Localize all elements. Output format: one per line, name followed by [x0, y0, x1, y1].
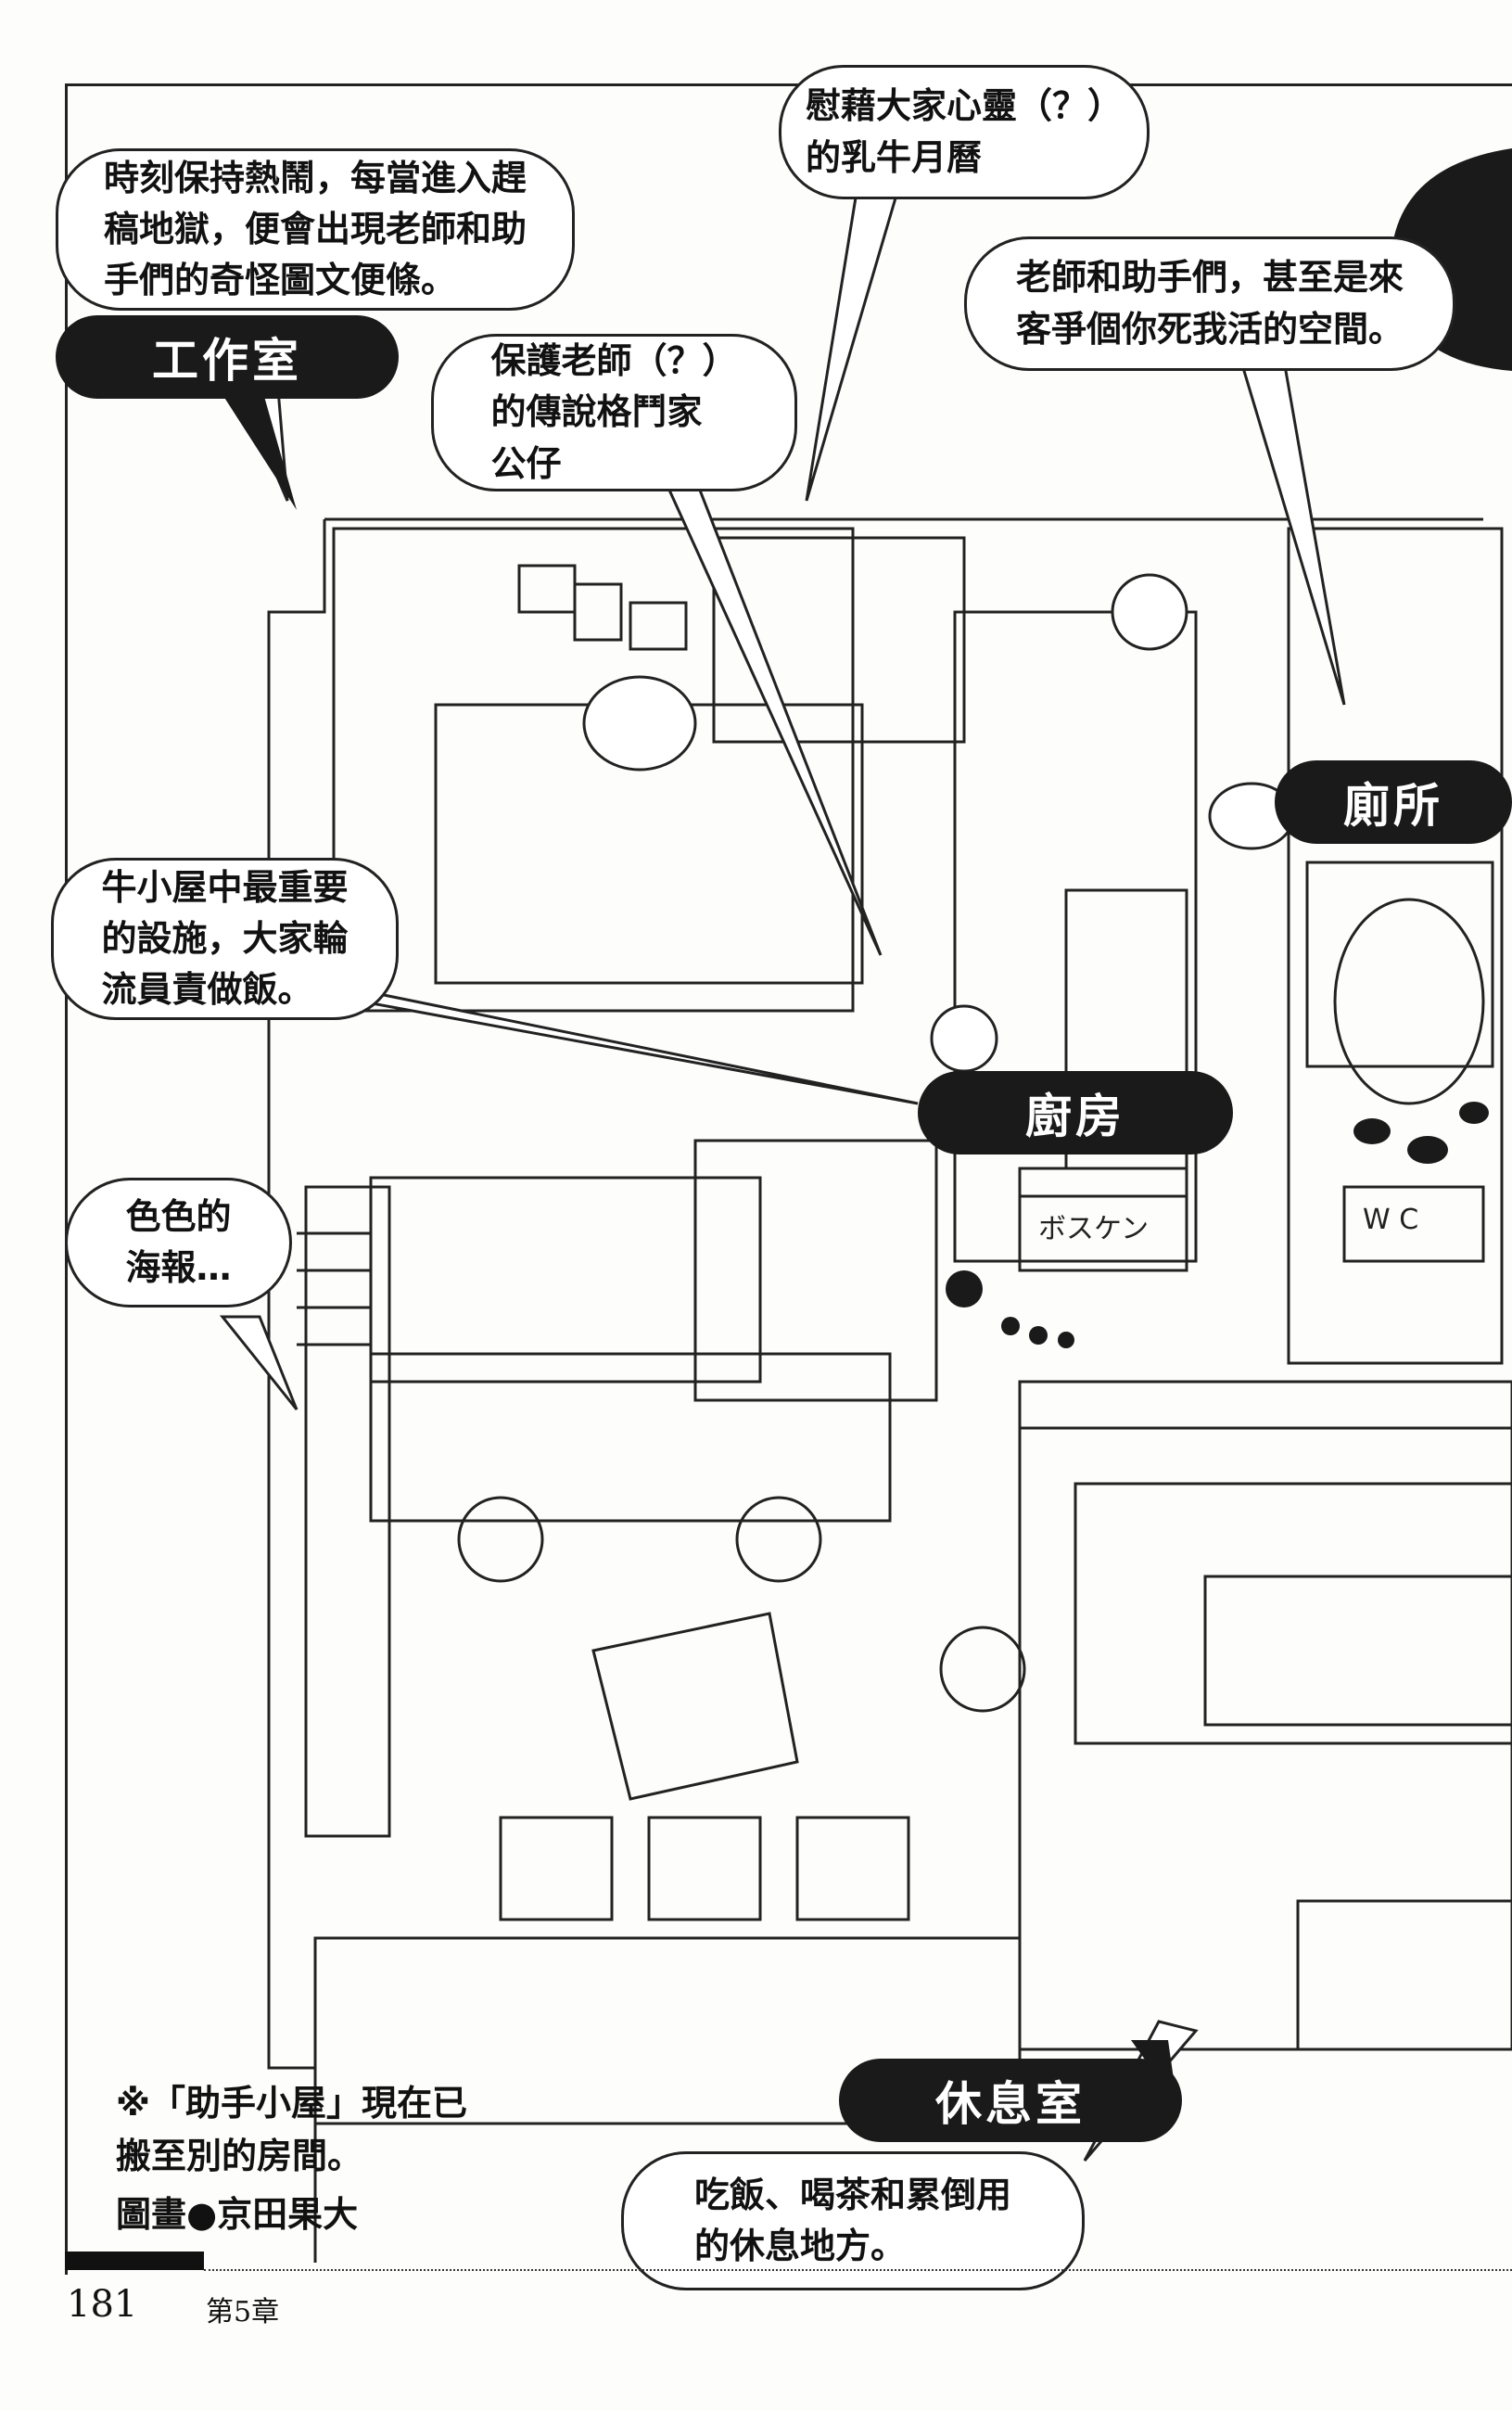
footnote-line-2: 搬至別的房間。 — [116, 2136, 363, 2176]
shelf-sign: ボスケン — [1038, 1213, 1149, 1245]
label-studio: 工作室 — [56, 315, 399, 399]
bubble-kitchen-desc: 牛小屋中最重要 的設施，大家輪 流員責做飯。 — [51, 858, 399, 1020]
panel-frame — [65, 83, 1512, 2275]
chapter-label: 第5章 — [206, 2296, 280, 2328]
footer-bar — [65, 2252, 204, 2270]
label-lounge: 休息室 — [839, 2059, 1182, 2142]
bubble-lounge-desc: 吃飯、喝茶和累倒用 的休息地方。 — [621, 2151, 1085, 2290]
bubble-toilet-desc: 老師和助手們，甚至是來 客爭個你死我活的空間。 — [964, 236, 1455, 371]
label-toilet: 廁所 — [1275, 760, 1512, 844]
wc-sign: W C — [1363, 1204, 1418, 1236]
footnote: ※「助手小屋」現在已 搬至別的房間。 圖畫●京田果大 — [116, 2077, 467, 2241]
bubble-calendar: 慰藉大家心靈（？） 的乳牛月曆 — [779, 65, 1150, 199]
label-kitchen: 廚房 — [918, 1071, 1233, 1154]
page-number: 181 — [67, 2283, 138, 2326]
footnote-line-1: ※「助手小屋」現在已 — [116, 2083, 467, 2124]
bubble-studio-desc: 時刻保持熱鬧，每當進入趕 稿地獄，便會出現老師和助 手們的奇怪圖文便條。 — [56, 148, 575, 311]
bubble-figure: 保護老師（？） 的傳說格鬥家 公仔 — [431, 334, 797, 491]
footnote-credit: 圖畫●京田果大 — [116, 2194, 359, 2235]
bubble-poster: 色色的 海報… — [65, 1178, 292, 1308]
footer-dotted-line — [204, 2269, 1512, 2271]
